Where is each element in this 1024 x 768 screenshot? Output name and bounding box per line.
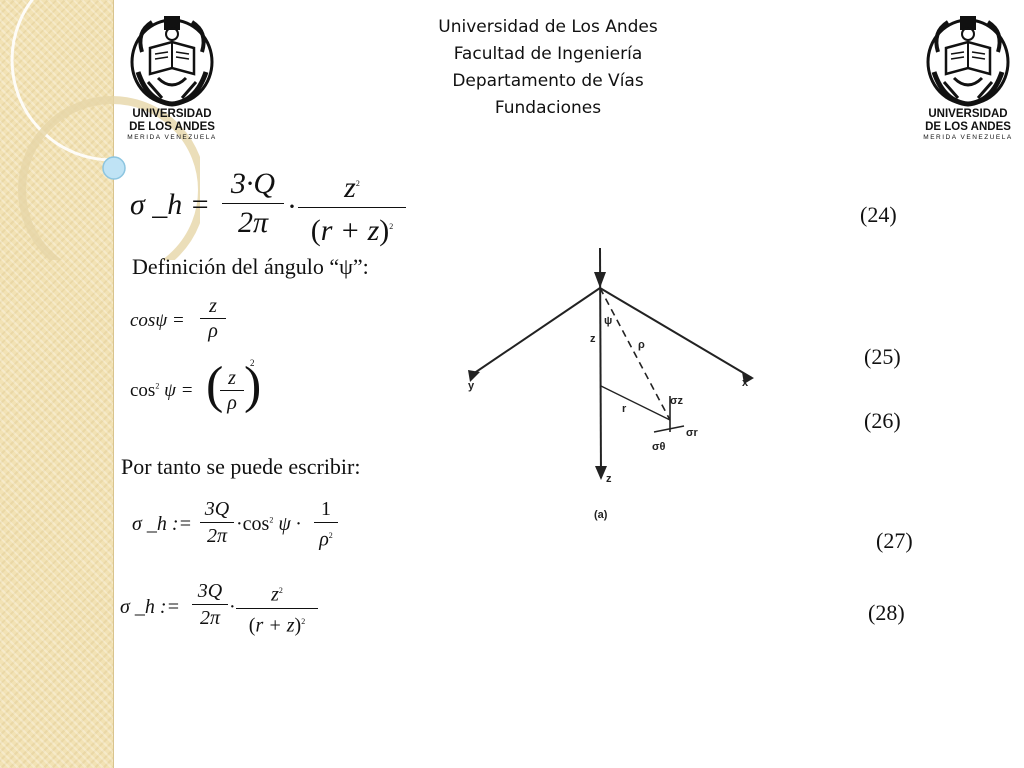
header-line-course: Fundaciones: [494, 98, 602, 118]
university-seal-icon: [926, 16, 1010, 107]
x-arrowhead-icon: [742, 372, 754, 384]
logo-city: MERIDA VENEZUELA: [127, 134, 217, 141]
load-arrow-icon: [594, 272, 606, 288]
eq25-numerator: z: [209, 295, 217, 317]
eq26-denominator: ρ: [220, 390, 244, 415]
fig-label-psi: ψ: [604, 315, 612, 327]
eq26-fraction: z ρ: [220, 366, 244, 415]
fig-label-z-axis: z: [590, 333, 596, 345]
eq24-fraction-2: z2 (r + z)2: [298, 165, 406, 250]
equation-number-28: (28): [868, 600, 905, 625]
fig-caption: (a): [594, 509, 608, 521]
university-seal-icon: [130, 16, 214, 107]
eq26-cos: cos: [130, 380, 156, 401]
fig-label-z-bottom: z: [606, 473, 612, 485]
eq28-numerator-1: 3Q: [197, 580, 223, 602]
logo-name-line2: DE LOS ANDES: [925, 120, 1011, 133]
eq27-numerator-1: 3Q: [204, 498, 230, 520]
header-line-department: Departamento de Vías: [452, 71, 644, 91]
eq24-denominator-2: (r + z)2: [298, 207, 406, 250]
fig-label-r: r: [622, 403, 627, 415]
eq28-lhs: σ _h :=: [120, 596, 181, 618]
eq24-lhs: σ _h =: [130, 188, 211, 221]
r-line: [600, 385, 671, 421]
sigma-r-arrow: [653, 425, 685, 433]
eq24-fraction-1: 3·Q 2π: [222, 165, 284, 242]
eq27-lhs: σ _h :=: [132, 513, 193, 535]
logo-name-line1: UNIVERSIDAD: [928, 108, 1008, 120]
eq28-fraction-2: z2 (r + z)2: [236, 578, 318, 638]
fig-label-rho: ρ: [638, 339, 645, 351]
fig-label-sigma-z: σz: [670, 395, 684, 407]
equation-number-25: (25): [864, 344, 901, 369]
fig-label-sigma-r: σr: [686, 427, 699, 439]
blue-dot-icon: [102, 156, 126, 180]
eq28-numerator-2: z2: [271, 583, 283, 606]
eq27-fraction-2: 1 ρ2: [314, 496, 338, 553]
header-line-faculty: Facultad de Ingeniería: [453, 44, 643, 64]
eq28-fraction-1: 3Q 2π: [192, 578, 228, 631]
rho-line: [599, 287, 671, 421]
eq27-cos: ·cos: [236, 513, 270, 535]
logo-name-line1: UNIVERSIDAD: [132, 108, 212, 120]
stress-diagram: y x z z ψ ρ r σz σr σθ (a): [468, 247, 754, 521]
eq25-denominator: ρ: [200, 318, 226, 343]
university-logo-right: UNIVERSIDAD DE LOS ANDES MERIDA VENEZUEL…: [922, 12, 1014, 141]
eq25-fraction: z ρ: [200, 294, 226, 343]
eq24-numerator-1: 3·Q: [230, 167, 276, 200]
page-header: Universidad de Los Andes Facultad de Ing…: [368, 14, 728, 122]
fig-label-x: x: [742, 377, 749, 389]
eq24-denominator-1: 2π: [222, 203, 284, 242]
university-logo-left: UNIVERSIDAD DE LOS ANDES MERIDA VENEZUEL…: [126, 12, 218, 141]
header-line-university: Universidad de Los Andes: [438, 17, 658, 37]
angle-definition-label: Definición del ángulo “ψ”:: [132, 254, 369, 279]
equation-number-24: (24): [860, 202, 897, 227]
therefore-label: Por tanto se puede escribir:: [121, 454, 361, 479]
eq27-denominator-1: 2π: [200, 522, 234, 549]
eq27-denominator-2: ρ2: [314, 522, 338, 553]
fig-label-y: y: [468, 380, 475, 392]
eq27-numerator-2: 1: [321, 498, 331, 520]
y-axis-line: [469, 287, 601, 377]
decorative-sidebar: [0, 0, 114, 768]
logo-city: MERIDA VENEZUELA: [923, 134, 1013, 141]
equation-number-26: (26): [864, 408, 901, 433]
eq28-denominator-1: 2π: [192, 604, 228, 631]
z-arrowhead-icon: [595, 466, 607, 480]
eq24-numerator-2: z2: [344, 171, 360, 204]
fig-label-sigma-theta: σθ: [652, 441, 666, 453]
eq26-numerator: z: [228, 367, 236, 389]
equation-number-27: (27): [876, 528, 913, 553]
eq27-psi: ψ ·: [278, 513, 301, 535]
x-axis-line: [599, 287, 753, 379]
y-arrowhead-icon: [468, 370, 480, 382]
logo-name-line2: DE LOS ANDES: [129, 120, 215, 133]
eq27-fraction-1: 3Q 2π: [200, 496, 234, 549]
decorative-arcs: [10, 0, 200, 260]
eq28-denominator-2: (r + z)2: [236, 607, 318, 639]
eq26-psi: ψ =: [164, 380, 194, 401]
eq25-lhs: cosψ =: [130, 310, 185, 331]
